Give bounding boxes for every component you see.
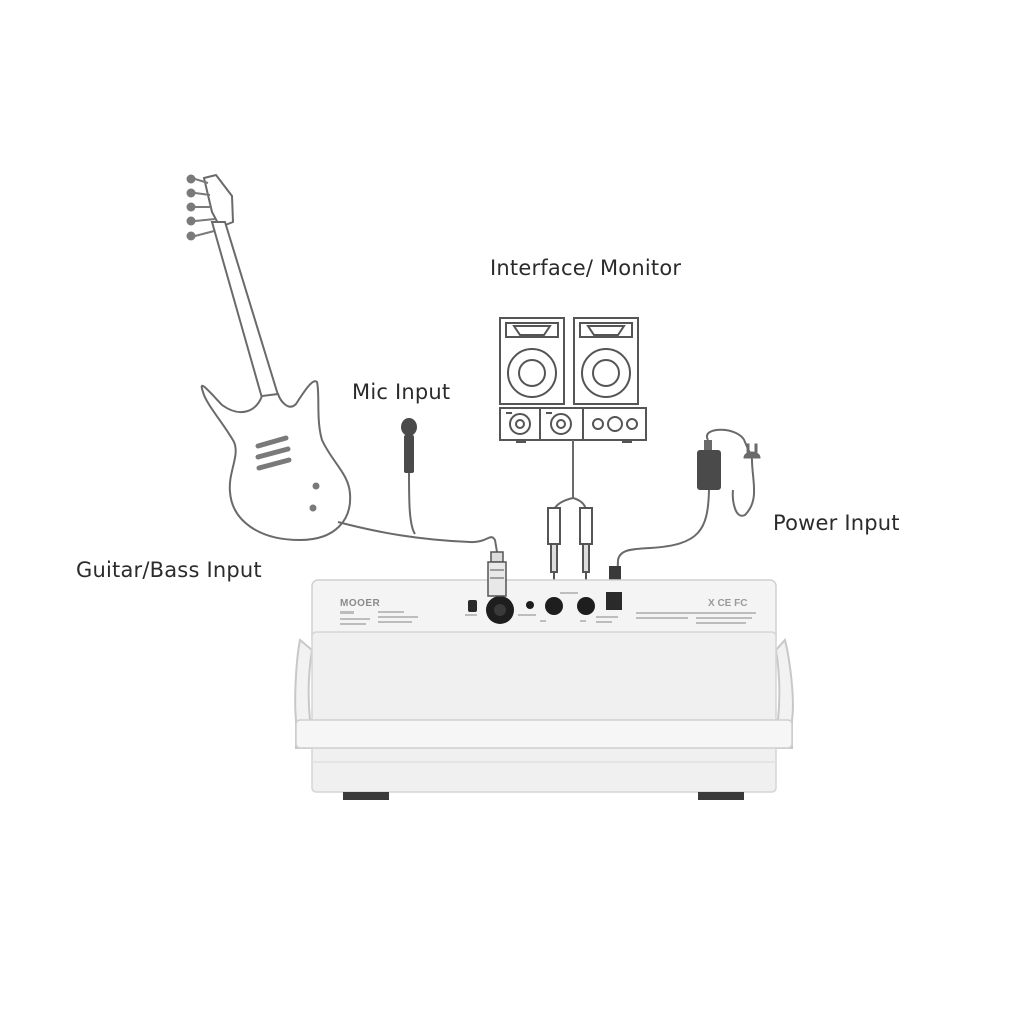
microphone-icon <box>401 418 417 473</box>
line-out-cable <box>553 440 587 511</box>
guitar-knobs <box>309 482 320 512</box>
amp-foot-right <box>698 792 744 800</box>
line-out-plugs <box>547 507 593 580</box>
speaker-right-icon <box>573 317 639 405</box>
power-adapter-icon <box>697 440 721 490</box>
amp-unit <box>294 579 794 800</box>
dc-in-jack[interactable] <box>606 592 622 610</box>
label-interface-monitor: Interface/ Monitor <box>490 256 682 280</box>
power-plug-icon <box>743 443 761 459</box>
guitar-body <box>200 380 352 542</box>
line-out-left-jack[interactable] <box>545 597 563 615</box>
interface-feet <box>516 440 632 443</box>
amp-foot-left <box>343 792 389 800</box>
guitar-cable <box>337 521 498 553</box>
aux-jack[interactable] <box>526 601 534 609</box>
guitar-pickups <box>255 435 292 471</box>
amp-controls <box>468 592 622 624</box>
guitar-headstock <box>202 173 235 229</box>
amp-fine-print <box>340 592 756 625</box>
label-power-input: Power Input <box>773 511 900 535</box>
tuning-pegs <box>186 174 196 241</box>
guitar-neck <box>210 221 280 400</box>
label-guitar-bass-input: Guitar/Bass Input <box>76 558 262 582</box>
mic-cable <box>408 472 416 535</box>
audio-interface-icon <box>499 407 647 441</box>
amp-cert-marks: X CE FC <box>708 598 747 609</box>
speaker-left-icon <box>499 317 565 405</box>
guitar-icon <box>186 173 352 542</box>
label-mic-input: Mic Input <box>352 380 451 404</box>
power-cable <box>616 428 756 591</box>
power-switch[interactable] <box>468 600 477 612</box>
amp-body <box>311 631 777 793</box>
xlr-plug-icon <box>487 551 507 597</box>
amp-brand-logo: MOOER <box>340 598 381 609</box>
line-out-right-jack[interactable] <box>577 597 595 615</box>
amp-handle-bar <box>295 719 793 749</box>
